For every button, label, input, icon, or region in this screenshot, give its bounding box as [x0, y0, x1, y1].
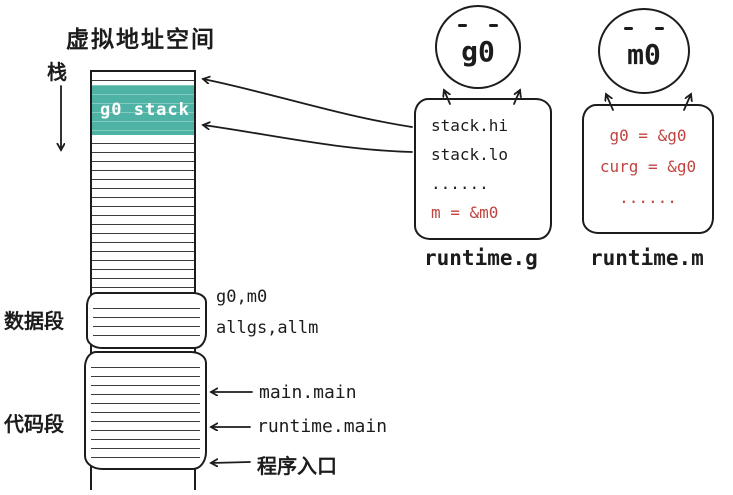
stack-label: 栈	[47, 60, 67, 84]
code-segment-label: 代码段	[4, 412, 64, 436]
m0-eyes-icon	[600, 27, 688, 30]
runtime-g-caption: runtime.g	[424, 246, 538, 270]
field-curg-pointer: curg = &g0	[599, 157, 697, 176]
field-m-pointer: m = &m0	[431, 203, 499, 222]
g0-face-label: g0	[461, 35, 495, 68]
field-stack-lo: stack.lo	[431, 145, 509, 164]
field-g0-pointer: g0 = &g0	[609, 126, 687, 145]
field-ellipsis: ......	[431, 174, 489, 193]
eye-dash-icon	[624, 27, 633, 30]
program-entry-arrow	[211, 462, 251, 463]
g0-stack-highlight: g0 stack	[92, 85, 194, 135]
data-segment-lines	[93, 300, 200, 342]
code-annotation-main-main: main.main	[259, 382, 357, 403]
m0-face-label: m0	[627, 38, 661, 71]
stack-lo-arrow	[203, 125, 413, 153]
field-stack-hi: stack.hi	[431, 116, 509, 135]
g0-stack-label: g0 stack	[100, 100, 190, 120]
memory-column: g0 stack	[90, 70, 196, 490]
g0-eyes-icon	[437, 24, 519, 27]
stack-hi-arrow	[203, 79, 413, 128]
code-segment-lines	[91, 359, 200, 463]
data-segment-box	[86, 292, 207, 349]
runtime-m-box: g0 = &g0 curg = &g0 ......	[582, 104, 714, 234]
eye-dash-icon	[655, 27, 664, 30]
data-annotation-allgs-allm: allgs,allm	[216, 318, 319, 338]
runtime-g-box: stack.hi stack.lo ...... m = &m0	[414, 98, 552, 240]
eye-dash-icon	[489, 24, 498, 27]
g0-face: g0	[435, 5, 521, 89]
code-segment-box	[84, 351, 207, 470]
data-annotation-g0m0: g0,m0	[216, 287, 268, 307]
diagram-title: 虚拟地址空间	[66, 27, 216, 53]
m0-face: m0	[598, 8, 690, 94]
eye-dash-icon	[458, 24, 467, 27]
code-annotation-runtime-main: runtime.main	[257, 416, 388, 437]
data-segment-label: 数据段	[4, 309, 64, 333]
field-ellipsis: ......	[619, 188, 677, 207]
runtime-m-caption: runtime.m	[590, 246, 704, 270]
code-annotation-program-entry: 程序入口	[257, 454, 337, 478]
stack-region: g0 stack	[92, 72, 194, 294]
